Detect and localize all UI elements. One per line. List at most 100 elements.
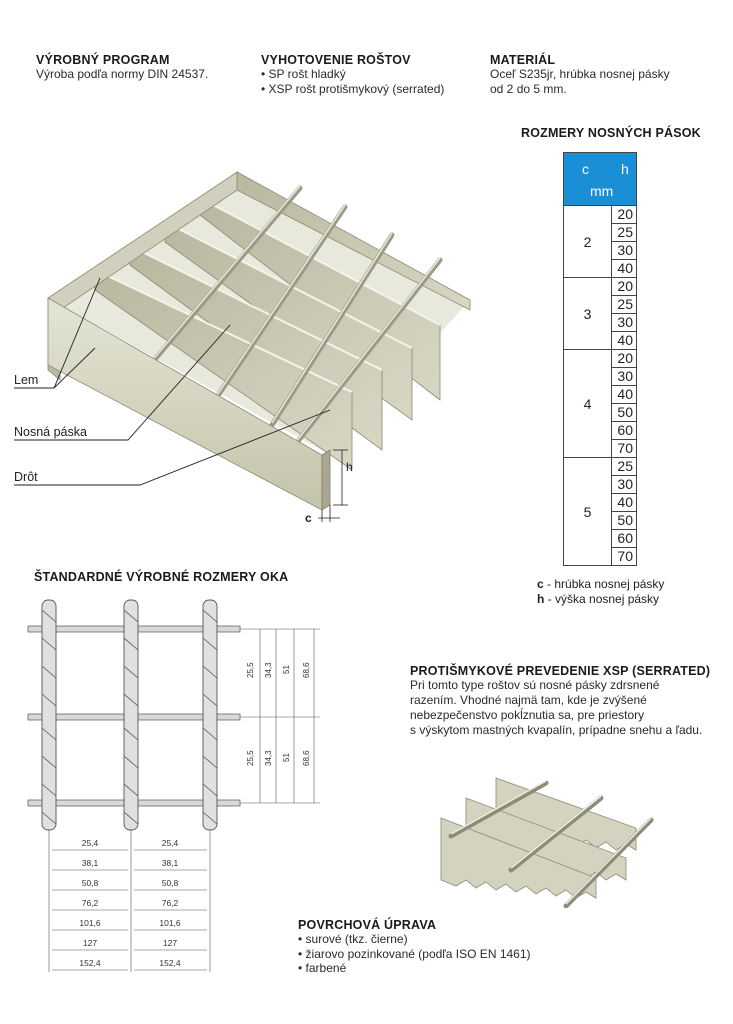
material-section: MATERIÁL Oceľ S235jr, hrúbka nosnej pásk… [490, 53, 670, 97]
hdim-label: 38,1 [82, 858, 99, 868]
label-lem: Lem [14, 373, 38, 387]
execution-item: XSP rošt protišmykový (serrated) [261, 82, 445, 97]
h-value: 20 [611, 205, 637, 224]
horizontal-dim-labels: 25,4 25,4 38,1 38,1 50,8 50,8 76,2 76,2 … [79, 838, 181, 968]
hdim-label: 76,2 [82, 898, 99, 908]
h-value: 30 [611, 367, 637, 386]
surface-item: farbené [298, 961, 531, 976]
hdim-label: 152,4 [79, 958, 101, 968]
surface-title: POVRCHOVÁ ÚPRAVA [298, 918, 437, 932]
program-text: Výroba podľa normy DIN 24537. [36, 67, 209, 81]
c-value: 2 [563, 205, 612, 278]
vdim-label: 51 [282, 665, 291, 674]
dims-legend: c - hrúbka nosnej pásky h - výška nosnej… [537, 577, 664, 607]
h-value: 40 [611, 385, 637, 404]
h-value: 60 [611, 529, 637, 548]
vdim-label: 34,3 [264, 662, 273, 678]
legend-c-key: c [537, 577, 544, 591]
header-h: h [621, 161, 629, 177]
serrated-bars [440, 777, 637, 899]
hdim-label: 127 [163, 938, 177, 948]
hdim-label: 101,6 [159, 918, 181, 928]
horizontal-dim-lines [48, 830, 211, 972]
label-c: c [305, 511, 312, 525]
serrated-wire-highlights [450, 780, 652, 905]
serrated-wires [448, 780, 654, 908]
surface-item: žiarovo pozinkované (podľa ISO EN 1461) [298, 947, 531, 962]
dims-table-header: c h mm [563, 152, 637, 206]
grating-illustration: h c Lem Nosná páska Drôt [14, 171, 471, 525]
execution-item: SP rošt hladký [261, 67, 444, 82]
h-value: 30 [611, 475, 637, 494]
material-line: Oceľ S235jr, hrúbka nosnej pásky [490, 67, 670, 81]
header-unit: mm [590, 183, 614, 199]
h-value: 40 [611, 259, 637, 278]
dims-title: ROZMERY NOSNÝCH PÁSOK [521, 126, 701, 140]
h-value: 25 [611, 295, 637, 314]
mesh-wires [41, 599, 218, 831]
vdim-label: 68,6 [302, 750, 311, 766]
material-title: MATERIÁL [490, 53, 556, 67]
material-line: od 2 do 5 mm. [490, 82, 567, 96]
h-value: 70 [611, 439, 637, 458]
h-value: 25 [611, 457, 637, 476]
label-h: h [346, 460, 353, 474]
execution-title: VYHOTOVENIE ROŠTOV [261, 53, 411, 67]
serrated-line: Pri tomto type roštov sú nosné pásky zdr… [410, 678, 660, 692]
bar-tops [94, 197, 441, 393]
program-title: VÝROBNÝ PROGRAM [36, 53, 170, 67]
legend-h: h - výška nosnej pásky [537, 592, 664, 607]
h-value: 25 [611, 223, 637, 242]
hdim-label: 101,6 [79, 918, 101, 928]
label-drot: Drôt [14, 470, 38, 484]
h-value: 30 [611, 313, 637, 332]
frame-front-end [321, 449, 331, 511]
h-value: 20 [611, 349, 637, 368]
serrated-title: PROTIŠMYKOVÉ PREVEDENIE XSP (SERRATED) [410, 664, 711, 678]
vertical-dim-labels: 25,5 34,3 51 68,6 25,5 34,3 51 68,6 [246, 662, 311, 766]
leader-lines [14, 277, 331, 486]
vdim-label: 25,5 [246, 662, 255, 678]
execution-list: SP rošt hladký XSP rošt protišmykový (se… [261, 67, 445, 97]
c-value: 4 [563, 349, 612, 458]
h-value: 20 [611, 277, 637, 296]
program-section: VÝROBNÝ PROGRAM Výroba podľa normy DIN 2… [36, 53, 208, 82]
surface-item: surové (tkz. čierne) [298, 932, 531, 947]
c-value: 3 [563, 277, 612, 350]
hdim-label: 38,1 [162, 858, 179, 868]
vdim-label: 68,6 [302, 662, 311, 678]
mesh-title: ŠTANDARDNÉ VÝROBNÉ ROZMERY OKA [34, 570, 289, 584]
hdim-label: 50,8 [162, 878, 179, 888]
hdim-label: 152,4 [159, 958, 181, 968]
serrated-line: s výskytom mastných kvapalín, prípadne s… [410, 723, 703, 737]
vdim-label: 34,3 [264, 750, 273, 766]
serrated-section: PROTIŠMYKOVÉ PREVEDENIE XSP (SERRATED) P… [410, 664, 710, 738]
serrated-line: nebezpečenstvo pokĺznutia sa, pre priest… [410, 708, 645, 722]
h-value: 40 [611, 493, 637, 512]
wire-highlights [149, 185, 441, 444]
legend-c: c - hrúbka nosnej pásky [537, 577, 664, 592]
hdim-label: 50,8 [82, 878, 99, 888]
vertical-dim-lines [240, 628, 320, 804]
surface-section: POVRCHOVÁ ÚPRAVA surové (tkz. čierne) ži… [298, 918, 531, 976]
hdim-label: 76,2 [162, 898, 179, 908]
hdim-label: 25,4 [162, 838, 179, 848]
h-value: 40 [611, 331, 637, 350]
legend-c-text: - hrúbka nosnej pásky [543, 577, 665, 591]
wire-twists [41, 609, 218, 825]
hdim-label: 127 [83, 938, 97, 948]
c-value: 5 [563, 457, 612, 566]
h-value: 50 [611, 403, 637, 422]
mesh-diagram: 25,5 34,3 51 68,6 25,5 34,3 51 68,6 25,4… [27, 599, 320, 972]
header-c: c [582, 161, 589, 177]
legend-h-text: - výška nosnej pásky [544, 592, 660, 606]
serrated-line: razením. Vhodné najmä tam, kde je zvýšen… [410, 693, 647, 707]
hdim-label: 25,4 [82, 838, 99, 848]
h-value: 60 [611, 421, 637, 440]
surface-list: surové (tkz. čierne) žiarovo pozinkované… [298, 932, 531, 976]
h-value: 70 [611, 547, 637, 566]
h-value: 30 [611, 241, 637, 260]
label-nosna: Nosná páska [14, 425, 87, 439]
h-value: 50 [611, 511, 637, 530]
